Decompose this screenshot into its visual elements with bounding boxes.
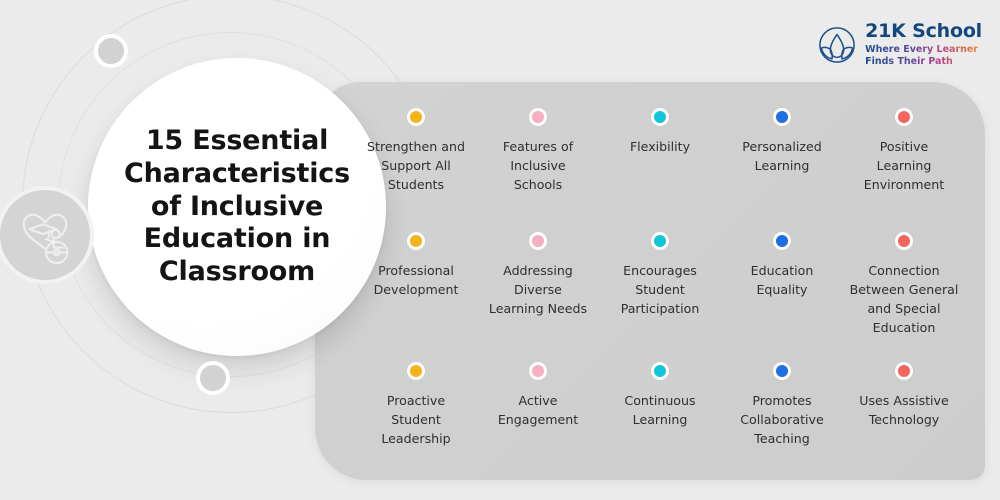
characteristic-item[interactable]: Strengthen and Support All Students (358, 108, 474, 232)
wheelchair-heart-graduation-icon (0, 186, 94, 284)
page-title-line: Education in (143, 223, 331, 255)
amber-dot (407, 108, 425, 126)
salmon-dot (895, 232, 913, 250)
characteristic-label: Continuous Learning (624, 393, 696, 428)
amber-dot (407, 362, 425, 380)
characteristic-item[interactable]: Active Engagement (480, 362, 596, 448)
characteristic-item[interactable]: Professional Development (358, 232, 474, 362)
cyan-dot (651, 108, 669, 126)
page-title-line: 15 Essential (145, 124, 329, 156)
characteristic-item[interactable]: Uses Assistive Technology (846, 362, 962, 448)
characteristic-label: Promotes Collaborative Teaching (740, 393, 824, 447)
characteristic-label: Flexibility (629, 139, 691, 154)
characteristic-label: Features of Inclusive Schools (502, 139, 574, 193)
characteristic-item[interactable]: Promotes Collaborative Teaching (724, 362, 840, 448)
blue-dot (773, 108, 791, 126)
characteristic-label: Connection Between General and Special E… (849, 263, 959, 336)
characteristic-label: Addressing Diverse Learning Needs (488, 263, 588, 317)
characteristic-item[interactable]: Encourages Student Participation (602, 232, 718, 362)
logo-tagline: Where Every Learner Finds Their Path (865, 44, 982, 67)
brand-logo: 21K School Where Every Learner Finds The… (818, 22, 982, 67)
characteristic-label: Uses Assistive Technology (859, 393, 949, 428)
decorative-knob-top (94, 34, 128, 68)
amber-dot (407, 232, 425, 250)
characteristic-label: Positive Learning Environment (863, 139, 945, 193)
page-title-line: of Inclusive (150, 190, 324, 222)
characteristic-label: Encourages Student Participation (620, 263, 700, 317)
logo-tagline-line1: Where Every Learner (865, 44, 979, 55)
blue-dot (773, 232, 791, 250)
pink-dot (529, 108, 547, 126)
blue-dot (773, 362, 791, 380)
characteristic-label: Personalized Learning (742, 139, 822, 174)
characteristic-item[interactable]: Addressing Diverse Learning Needs (480, 232, 596, 362)
characteristic-label: Active Engagement (497, 393, 579, 428)
cyan-dot (651, 362, 669, 380)
page-title-line: Classroom (158, 256, 316, 288)
characteristics-grid: Strengthen and Support All Students Featu… (358, 108, 962, 448)
characteristic-item[interactable]: Positive Learning Environment (846, 108, 962, 232)
salmon-dot (895, 108, 913, 126)
characteristic-label: Education Equality (750, 263, 814, 298)
salmon-dot (895, 362, 913, 380)
characteristic-item[interactable]: Connection Between General and Special E… (846, 232, 962, 362)
characteristic-item[interactable]: Personalized Learning (724, 108, 840, 232)
characteristic-item[interactable]: Continuous Learning (602, 362, 718, 448)
characteristic-label: Professional Development (373, 263, 459, 298)
logo-tagline-line2: Finds Their Path (865, 55, 953, 67)
characteristic-label: Strengthen and Support All Students (367, 139, 465, 193)
cyan-dot (651, 232, 669, 250)
characteristic-label: Proactive Student Leadership (381, 393, 451, 447)
characteristic-item[interactable]: Flexibility (602, 108, 718, 232)
decorative-knob-bottom (196, 361, 230, 395)
lotus-circle-icon (818, 26, 856, 64)
characteristic-item[interactable]: Education Equality (724, 232, 840, 362)
pink-dot (529, 362, 547, 380)
characteristic-item[interactable]: Features of Inclusive Schools (480, 108, 596, 232)
logo-name: 21K School (865, 20, 982, 42)
pink-dot (529, 232, 547, 250)
page-title-line: Characteristics (124, 157, 350, 189)
characteristic-item[interactable]: Proactive Student Leadership (358, 362, 474, 448)
content-panel (315, 82, 985, 480)
